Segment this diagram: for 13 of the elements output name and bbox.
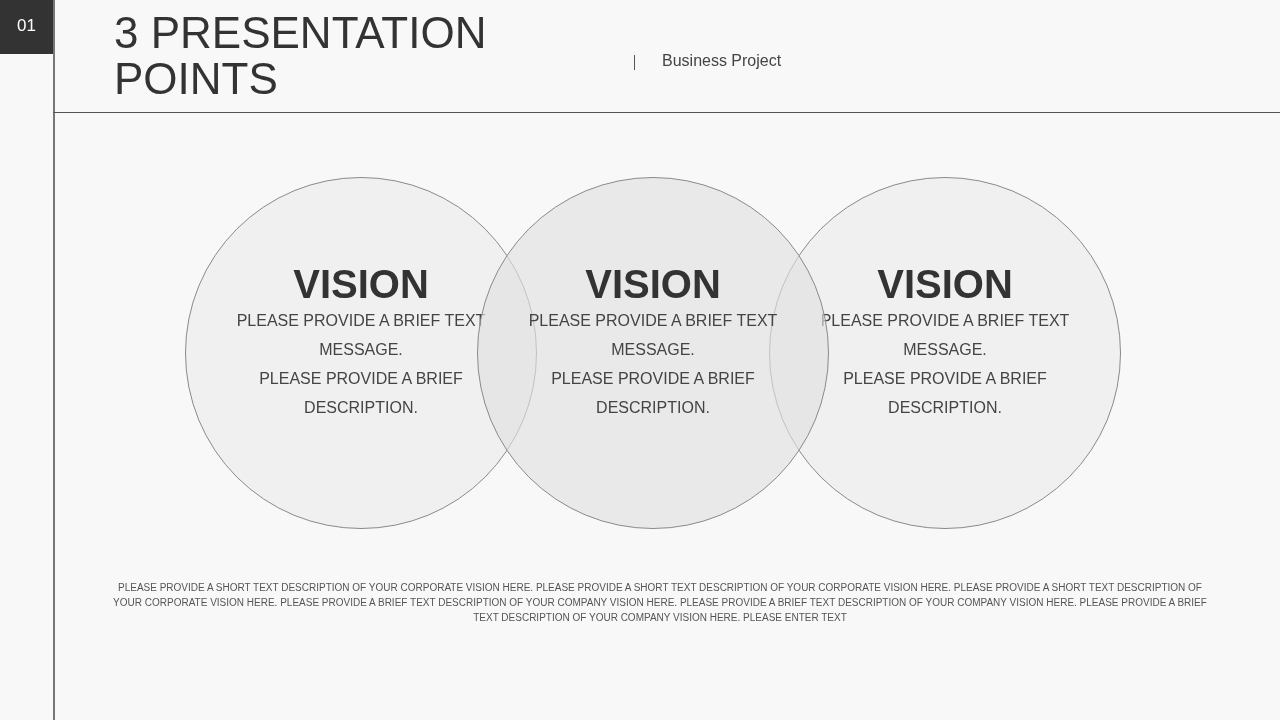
circle-text: PLEASE PROVIDE A BRIEF DESCRIPTION. — [550, 369, 756, 418]
slide-title: 3 PRESENTATION POINTS — [114, 10, 488, 102]
circle-text: PLEASE PROVIDE A BRIEF TEXT MESSAGE. — [235, 311, 487, 360]
subtitle-text: Business Project — [662, 52, 782, 70]
description-text: PLEASE PROVIDE A SHORT TEXT DESCRIPTION OF YOUR CORPORATE VISION HERE. PLEASE PROVIDE A SHORT TEXT DESCRIPTION OF YOUR CORPORATE VISION HERE. PLEASE PROVIDE A SHORT TEXT DESCRIPTION OF YOUR CORPORATE VISION HERE. PLEASE PROVIDE A BRIEF TEXT DESCRIPTION OF YOUR COMPANY VISION HERE. PLEASE PROVIDE A BRIEF TEXT DESCRIPTION OF YOUR COMPANY VISION HERE. PLEASE PROVIDE A BRIEF TEXT DESCRIPTION OF YOUR COMPANY VISION HERE. PLEASE ENTER TEXT — [112, 581, 1208, 625]
circle-heading: VISION — [292, 264, 430, 304]
circle-text: PLEASE PROVIDE A BRIEF TEXT MESSAGE. — [527, 311, 779, 360]
circle-text: PLEASE PROVIDE A BRIEF TEXT MESSAGE. — [819, 311, 1071, 360]
circle-heading: VISION — [876, 264, 1014, 304]
circle-heading: VISION — [584, 264, 722, 304]
circle-text: PLEASE PROVIDE A BRIEF DESCRIPTION. — [842, 369, 1048, 418]
page-number-badge: 01 — [0, 0, 53, 54]
circle-text: PLEASE PROVIDE A BRIEF DESCRIPTION. — [258, 369, 464, 418]
